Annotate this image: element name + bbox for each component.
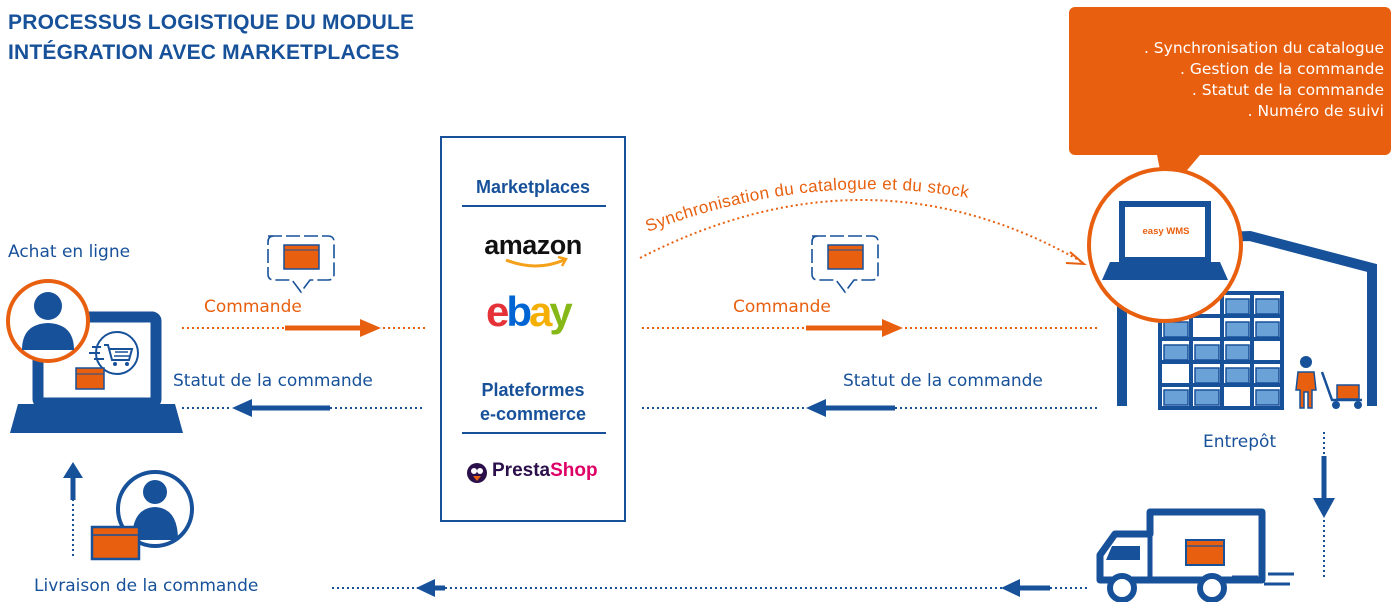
wms-logo: easy WMS [1142, 226, 1190, 237]
arrow-left-icon [642, 399, 1100, 417]
callout-line: . Synchronisation du catalogue [1143, 39, 1384, 57]
online-purchase-label: Achat en ligne [8, 242, 131, 262]
platforms-heading-line-2: e-commerce [479, 404, 587, 424]
warehouse-label: Entrepôt [1203, 432, 1277, 452]
order-bubble-icon [267, 235, 335, 294]
arrow-down-icon [1313, 432, 1335, 578]
arrow-up-icon [63, 462, 83, 556]
order-status-label-right: Statut de la commande [843, 371, 1043, 391]
arrow-left-icon [182, 399, 424, 417]
callout-line: . Statut de la commande [1191, 81, 1384, 99]
customer-icon [6, 279, 90, 363]
amazon-logo: amazon [484, 230, 582, 260]
truck-icon [1096, 508, 1294, 602]
marketplaces-heading: Marketplaces [475, 177, 591, 197]
delivery-label: Livraison de la commande [34, 576, 259, 596]
features-callout: . Synchronisation du catalogue . Gestion… [1069, 7, 1391, 155]
wms-laptop-icon [1087, 167, 1243, 323]
worker-icon [1295, 356, 1317, 409]
page-title: PROCESSUS LOGISTIQUE DU MODULE INTÉGRATI… [8, 8, 414, 68]
callout-line: . Numéro de suivi [1247, 102, 1384, 120]
prestashop-logo: PrestaShop [492, 460, 598, 481]
sales-channels-panel: Marketplaces amazon ebay Plateformes e-c… [440, 136, 626, 522]
order-status-label-left: Statut de la commande [173, 371, 373, 391]
arrow-left-icon [332, 579, 1090, 597]
divider [462, 432, 606, 434]
order-label-left: Commande [204, 297, 302, 317]
title-line-2: INTÉGRATION AVEC MARKETPLACES [8, 41, 400, 64]
ebay-logo: ebay [486, 288, 573, 335]
order-bubble-icon [811, 235, 879, 294]
order-label-right: Commande [733, 297, 831, 317]
sync-arc [639, 199, 1083, 263]
amazon-smile-icon [505, 256, 568, 268]
title-line-1: PROCESSUS LOGISTIQUE DU MODULE [8, 11, 415, 34]
sync-arc-arrowhead [1065, 251, 1087, 266]
hand-truck-icon [1320, 371, 1362, 409]
prestashop-puffin-icon [467, 463, 487, 483]
package-icon [90, 525, 141, 561]
callout-line: . Gestion de la commande [1179, 60, 1384, 78]
arrow-right-icon [182, 319, 426, 337]
platforms-heading-line-1: Plateformes [481, 380, 585, 400]
arrow-right-icon [642, 319, 1100, 337]
divider [462, 205, 606, 207]
